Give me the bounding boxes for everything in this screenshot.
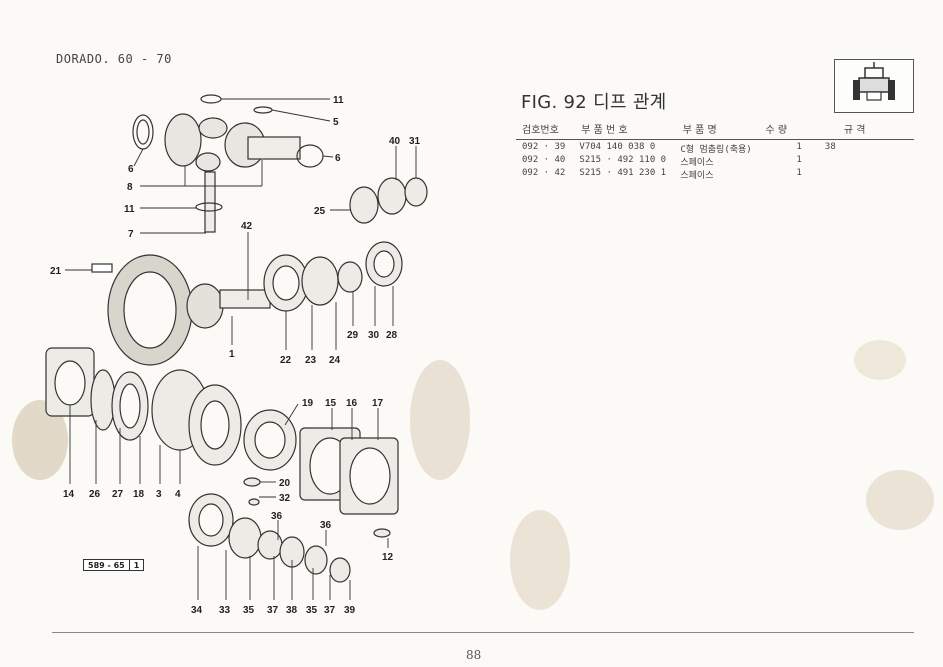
cell-name: C형 멈춤링(축용) bbox=[680, 145, 752, 155]
ref-code: 589 - 65 bbox=[83, 559, 130, 571]
cell-name: 스페이스 bbox=[680, 171, 714, 181]
cell-qty: 1 bbox=[796, 155, 802, 165]
parts-table: 검호번호 부 품 번 호 부 품 명 수 량 규 격 092 · 39 V704… bbox=[516, 121, 914, 181]
table-row: 092 · 40 S215 · 492 110 0 스페이스 1 bbox=[516, 155, 914, 168]
figure-title: FIG. 92 디프 관계 bbox=[521, 92, 667, 113]
cell-name: 스페이스 bbox=[680, 158, 714, 168]
callout-35: 35 bbox=[306, 605, 318, 616]
cell-ref: 092 · 42 bbox=[522, 168, 566, 178]
callout-36: 36 bbox=[320, 520, 332, 531]
table-header: 검호번호 부 품 번 호 부 품 명 수 량 규 격 bbox=[516, 121, 914, 140]
callout-14: 14 bbox=[63, 489, 75, 500]
callout-42: 42 bbox=[241, 221, 253, 232]
callout-37: 37 bbox=[324, 605, 336, 616]
pinion-group bbox=[132, 94, 324, 233]
callout-7: 7 bbox=[128, 229, 134, 240]
callout-21: 21 bbox=[50, 266, 62, 277]
housing-group bbox=[45, 347, 399, 538]
cell-spec: 38 bbox=[824, 142, 836, 152]
callout-25: 25 bbox=[314, 206, 326, 217]
page-number: 88 bbox=[466, 648, 482, 662]
table-row: 092 · 39 V704 140 038 0 C형 멈춤링(축용) 1 38 bbox=[516, 142, 914, 155]
callout-19: 19 bbox=[302, 398, 314, 409]
callout-6: 6 bbox=[128, 164, 134, 175]
callout-31: 31 bbox=[409, 136, 421, 147]
callout-29: 29 bbox=[347, 330, 359, 341]
cell-qty: 1 bbox=[796, 142, 802, 152]
footer-divider bbox=[52, 632, 914, 633]
col-ref: 검호번호 bbox=[522, 125, 559, 136]
callout-11: 11 bbox=[333, 95, 344, 106]
cell-qty: 1 bbox=[796, 168, 802, 178]
callout-5: 5 bbox=[333, 117, 339, 128]
callout-3: 3 bbox=[156, 489, 162, 500]
callout-32: 32 bbox=[279, 493, 291, 504]
tractor-icon bbox=[853, 62, 895, 101]
callout-26: 26 bbox=[89, 489, 101, 500]
cell-part-no: S215 · 492 110 0 bbox=[579, 155, 667, 165]
cell-part-no: V704 140 038 0 bbox=[579, 142, 656, 152]
callout-35: 35 bbox=[243, 605, 255, 616]
ref-sheet: 1 bbox=[129, 559, 145, 571]
bearing-stack-upper bbox=[263, 177, 428, 312]
callout-24: 24 bbox=[329, 355, 341, 366]
col-part-no: 부 품 번 호 bbox=[581, 125, 628, 136]
callout-6: 6 bbox=[335, 153, 341, 164]
callout-1: 1 bbox=[229, 349, 235, 360]
callout-22: 22 bbox=[280, 355, 292, 366]
model-header: DORADO. 60 - 70 bbox=[56, 52, 172, 66]
callout-38: 38 bbox=[286, 605, 298, 616]
callout-11: 11 bbox=[124, 204, 135, 215]
callout-15: 15 bbox=[325, 398, 337, 409]
callout-39: 39 bbox=[344, 605, 356, 616]
callout-16: 16 bbox=[346, 398, 358, 409]
callout-36: 36 bbox=[271, 511, 283, 522]
paper-stains bbox=[12, 340, 934, 610]
leader-lines bbox=[65, 98, 417, 600]
ring-gear bbox=[91, 254, 271, 366]
callout-33: 33 bbox=[219, 605, 231, 616]
col-spec: 규 격 bbox=[843, 125, 866, 136]
cell-part-no: S215 · 491 230 1 bbox=[579, 168, 667, 178]
cell-ref: 092 · 40 bbox=[522, 155, 566, 165]
callout-34: 34 bbox=[191, 605, 203, 616]
callout-labels: 11 5 6 6 8 11 7 40 31 25 42 21 1 22 23 2… bbox=[50, 95, 421, 616]
callout-40: 40 bbox=[389, 136, 401, 147]
figure-reference-code: 589 - 65 1 bbox=[83, 559, 145, 571]
cell-ref: 092 · 39 bbox=[522, 142, 566, 152]
callout-28: 28 bbox=[386, 330, 398, 341]
col-name: 부 품 명 bbox=[682, 125, 717, 136]
callout-23: 23 bbox=[305, 355, 317, 366]
callout-18: 18 bbox=[133, 489, 145, 500]
callout-20: 20 bbox=[279, 478, 291, 489]
tractor-thumbnail bbox=[834, 59, 914, 113]
callout-30: 30 bbox=[368, 330, 380, 341]
table-row: 092 · 42 S215 · 491 230 1 스페이스 1 bbox=[516, 168, 914, 181]
callout-17: 17 bbox=[372, 398, 384, 409]
col-qty: 수 량 bbox=[765, 125, 788, 136]
callout-37: 37 bbox=[267, 605, 279, 616]
ring-stack-lower bbox=[188, 493, 351, 583]
callout-4: 4 bbox=[175, 489, 181, 500]
callout-8: 8 bbox=[127, 182, 133, 193]
callout-12: 12 bbox=[382, 552, 394, 563]
callout-27: 27 bbox=[112, 489, 124, 500]
